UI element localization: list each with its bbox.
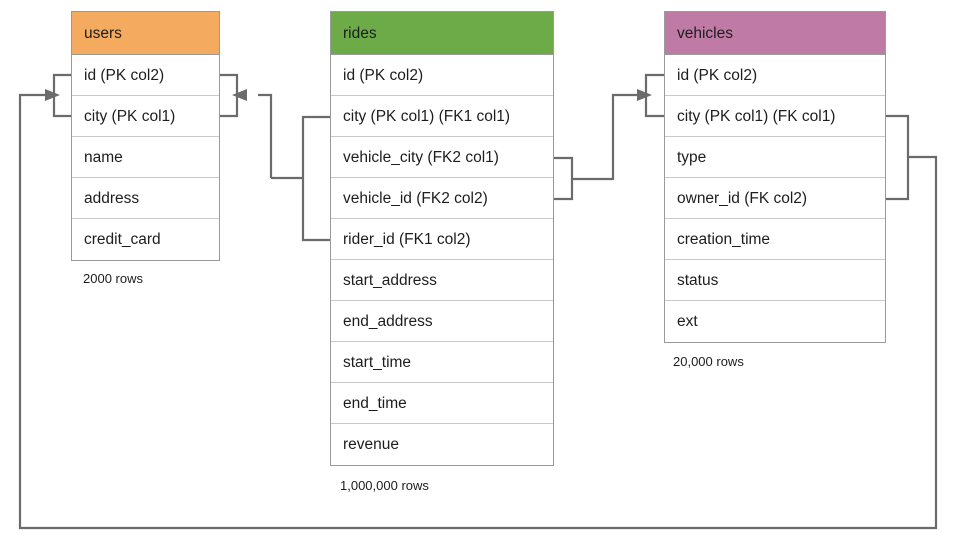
table-rides-column-end-time[interactable]: end_time [331,383,553,424]
table-vehicles-column-creation-time[interactable]: creation_time [665,219,885,260]
table-rides-column-revenue[interactable]: revenue [331,424,553,465]
table-users-title: users [72,12,219,55]
table-vehicles[interactable]: vehicles id (PK col2) city (PK col1) (FK… [664,11,886,343]
table-users-column-city[interactable]: city (PK col1) [72,96,219,137]
connector-rides-fk1-to-users [220,73,330,242]
arrowhead-into-vehicles-from-rides [637,89,652,101]
table-rides-column-vehicle-city[interactable]: vehicle_city (FK2 col1) [331,137,553,178]
arrowhead-into-users-from-vehicles [45,89,60,101]
table-rides-title: rides [331,12,553,55]
table-vehicles-column-id[interactable]: id (PK col2) [665,55,885,96]
table-rides-column-city[interactable]: city (PK col1) (FK1 col1) [331,96,553,137]
table-rides-column-start-time[interactable]: start_time [331,342,553,383]
arrowhead-into-users-from-rides [232,89,247,101]
table-rides-row-count: 1,000,000 rows [340,478,429,493]
table-users-column-name[interactable]: name [72,137,219,178]
table-users-column-credit-card[interactable]: credit_card [72,219,219,260]
table-vehicles-column-city[interactable]: city (PK col1) (FK col1) [665,96,885,137]
table-vehicles-title: vehicles [665,12,885,55]
table-vehicles-column-ext[interactable]: ext [665,301,885,342]
table-vehicles-column-type[interactable]: type [665,137,885,178]
table-rides-column-end-address[interactable]: end_address [331,301,553,342]
table-vehicles-row-count: 20,000 rows [673,354,744,369]
table-rides[interactable]: rides id (PK col2) city (PK col1) (FK1 c… [330,11,554,466]
table-users-column-address[interactable]: address [72,178,219,219]
table-users-column-id[interactable]: id (PK col2) [72,55,219,96]
table-vehicles-column-status[interactable]: status [665,260,885,301]
table-rides-column-rider-id[interactable]: rider_id (FK1 col2) [331,219,553,260]
table-rides-column-id[interactable]: id (PK col2) [331,55,553,96]
table-rides-column-vehicle-id[interactable]: vehicle_id (FK2 col2) [331,178,553,219]
table-users[interactable]: users id (PK col2) city (PK col1) name a… [71,11,220,261]
table-rides-column-start-address[interactable]: start_address [331,260,553,301]
table-users-row-count: 2000 rows [83,271,143,286]
table-vehicles-column-owner-id[interactable]: owner_id (FK col2) [665,178,885,219]
